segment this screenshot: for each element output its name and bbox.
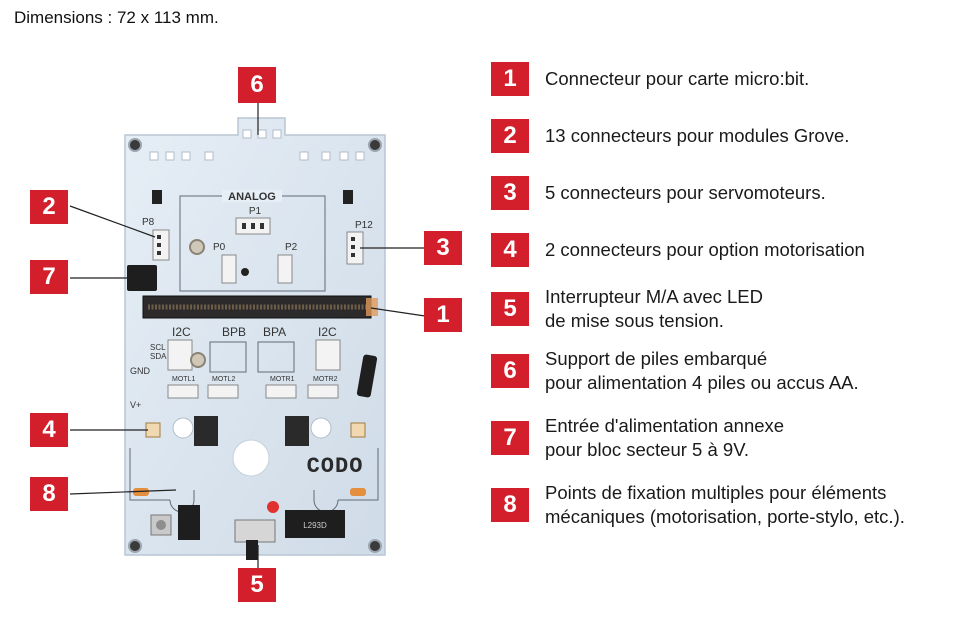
legend-item: 3 5 connecteurs pour servomoteurs.	[491, 176, 826, 210]
chip-label: L293D	[303, 521, 327, 530]
regulator-right	[285, 416, 309, 446]
i2c-left-label: I2C	[172, 325, 191, 339]
motr1-connector	[265, 384, 297, 399]
battery-contact-right	[343, 190, 353, 204]
analog-label: ANALOG	[228, 191, 276, 203]
grove-i2c-left	[167, 339, 193, 371]
capacitor	[356, 354, 378, 398]
fixation-pad-right	[350, 488, 366, 496]
legend-line: 13 connecteurs pour modules Grove.	[545, 125, 850, 146]
leader-1	[370, 307, 426, 317]
bpb-label: BPB	[222, 325, 246, 339]
power-jack	[127, 265, 157, 291]
p0-connector	[221, 254, 237, 284]
legend-number: 2	[491, 119, 529, 153]
legend-item: 8 Points de fixation multiples pour élém…	[491, 481, 905, 529]
legend-line: de mise sous tension.	[545, 310, 724, 331]
legend-line: Support de piles embarqué	[545, 348, 768, 369]
callout-2: 2	[30, 190, 68, 224]
legend-text: Connecteur pour carte micro:bit.	[545, 67, 809, 91]
motr1-label: MOTR1	[270, 376, 295, 383]
legend-item: 2 13 connecteurs pour modules Grove.	[491, 119, 849, 153]
legend-text: Interrupteur M/A avec LED de mise sous t…	[545, 285, 763, 333]
legend-item: 1 Connecteur pour carte micro:bit.	[491, 62, 809, 96]
legend-text: 13 connecteurs pour modules Grove.	[545, 124, 849, 148]
legend-number: 8	[491, 488, 529, 522]
callout-8: 8	[30, 477, 68, 511]
fixation-holes	[149, 129, 365, 161]
motl2-label: MOTL2	[212, 376, 235, 383]
mounting-holes	[128, 138, 382, 553]
legend-text: 5 connecteurs pour servomoteurs.	[545, 181, 826, 205]
power-led	[267, 501, 279, 513]
legend-item: 6 Support de piles embarqué pour aliment…	[491, 347, 859, 395]
motor-option-connector-right	[350, 422, 366, 438]
i2c-right-label: I2C	[318, 325, 337, 339]
p8-label: P8	[142, 217, 155, 228]
sda-label: SDA	[150, 352, 167, 361]
legend-item: 7 Entrée d'alimentation annexe pour bloc…	[491, 414, 784, 462]
motr2-connector	[307, 384, 339, 399]
vplus-label: V+	[130, 400, 141, 410]
legend-line: Entrée d'alimentation annexe	[545, 415, 785, 436]
battery-contact-left	[152, 190, 162, 204]
p2-label: P2	[285, 242, 298, 253]
motl1-label: MOTL1	[172, 376, 195, 383]
center-hole	[232, 439, 270, 477]
p1-label: P1	[249, 206, 262, 217]
callout-4: 4	[30, 413, 68, 447]
motl1-connector	[167, 384, 199, 399]
legend-line: pour bloc secteur 5 à 9V.	[545, 439, 749, 460]
legend-text: Points de fixation multiples pour élémen…	[545, 481, 905, 529]
codo-logo: CODO	[307, 454, 364, 479]
regulator-left	[194, 416, 218, 446]
legend-item: 4 2 connecteurs pour option motorisation	[491, 233, 865, 267]
p2-connector	[277, 254, 293, 284]
motor-option-connector-left	[145, 422, 161, 438]
power-switch	[234, 519, 276, 543]
legend-text: Entrée d'alimentation annexe pour bloc s…	[545, 414, 784, 462]
legend-line: 5 connecteurs pour servomoteurs.	[545, 182, 826, 203]
legend-item: 5 Interrupteur M/A avec LED de mise sous…	[491, 285, 763, 333]
legend-number: 5	[491, 292, 529, 326]
legend-number: 1	[491, 62, 529, 96]
gnd-label: GND	[130, 366, 151, 376]
pcb-outline	[124, 117, 386, 556]
dimensions-text: Dimensions : 72 x 113 mm.	[14, 8, 219, 27]
legend-line: 2 connecteurs pour option motorisation	[545, 239, 865, 260]
leader-2	[69, 205, 156, 238]
scl-label: SCL	[150, 343, 166, 352]
legend-line: Connecteur pour carte micro:bit.	[545, 68, 810, 89]
fixation-pad-left	[133, 488, 149, 496]
legend-number: 4	[491, 233, 529, 267]
callout-5: 5	[238, 568, 276, 602]
legend-number: 3	[491, 176, 529, 210]
p12-label: P12	[355, 220, 373, 231]
callout-6: 6	[238, 67, 276, 103]
legend-text: Support de piles embarqué pour alimentat…	[545, 347, 859, 395]
leader-8	[69, 489, 177, 495]
voltage-regulator	[178, 505, 200, 540]
callout-1: 1	[424, 298, 462, 332]
legend-line: Interrupteur M/A avec LED	[545, 286, 763, 307]
legend-number: 7	[491, 421, 529, 455]
p0-label: P0	[213, 242, 226, 253]
legend-number: 6	[491, 354, 529, 388]
bpa-label: BPA	[263, 325, 286, 339]
callout-3: 3	[424, 231, 462, 265]
grove-bpb	[209, 341, 247, 373]
motr2-label: MOTR2	[313, 376, 338, 383]
legend-line: pour alimentation 4 piles ou accus AA.	[545, 372, 859, 393]
motl2-connector	[207, 384, 239, 399]
legend-line: mécaniques (motorisation, porte-stylo, e…	[545, 506, 905, 527]
grove-bpa	[257, 341, 295, 373]
legend-line: Points de fixation multiples pour élémen…	[545, 482, 887, 503]
callout-7: 7	[30, 260, 68, 294]
grove-i2c-right	[315, 339, 341, 371]
legend-text: 2 connecteurs pour option motorisation	[545, 238, 865, 262]
l293d-chip	[285, 510, 345, 538]
potentiometer	[189, 239, 205, 255]
